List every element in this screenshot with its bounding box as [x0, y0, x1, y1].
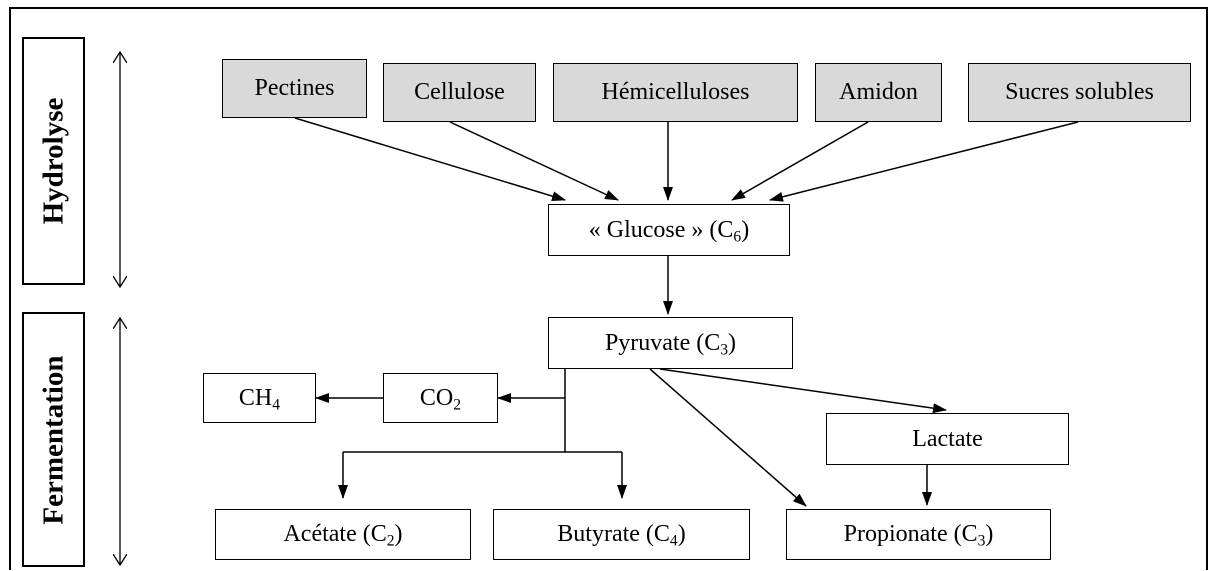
- pyruvate-to-propionate-arrow: [649, 368, 807, 507]
- node-co2-label: CO2: [419, 384, 462, 414]
- node-lactate-label: Lactate: [912, 425, 983, 452]
- node-butyrate-label: Butyrate (C4): [557, 521, 686, 550]
- node-acetate-label: Acétate (C2): [283, 521, 403, 550]
- sucres-to-glucose-arrow: [769, 121, 1079, 202]
- node-butyrate: Butyrate (C4): [493, 509, 750, 560]
- node-pyruvate-label: Pyruvate (C3): [604, 329, 737, 359]
- node-sucres-solubles-label: Sucres solubles: [1005, 79, 1154, 105]
- node-amidon-label: Amidon: [839, 79, 918, 105]
- fermentation-label-box: Fermentation: [22, 312, 85, 567]
- node-acetate: Acétate (C2): [215, 509, 471, 560]
- node-pectines: Pectines: [222, 59, 367, 118]
- node-pectines-label: Pectines: [254, 75, 335, 101]
- node-glucose: « Glucose » (C6): [548, 204, 790, 256]
- node-hemicelluloses-label: Hémicelluloses: [601, 79, 750, 105]
- node-lactate: Lactate: [826, 413, 1069, 465]
- pectines-to-glucose-arrow: [294, 117, 566, 202]
- node-cellulose-label: Cellulose: [414, 79, 505, 105]
- node-glucose-label: « Glucose » (C6): [588, 216, 750, 246]
- node-cellulose: Cellulose: [383, 63, 536, 122]
- node-propionate-label: Propionate (C3): [843, 521, 994, 550]
- diagram-frame: [9, 7, 1208, 570]
- pyruvate-to-lactate-arrow: [659, 368, 947, 414]
- node-propionate: Propionate (C3): [786, 509, 1051, 560]
- node-amidon: Amidon: [815, 63, 942, 122]
- amidon-to-glucose-arrow: [731, 121, 869, 201]
- node-sucres-solubles: Sucres solubles: [968, 63, 1191, 122]
- cellulose-to-glucose-arrow: [449, 121, 619, 201]
- node-ch4: CH4: [203, 373, 316, 423]
- hydrolysis-label-box: Hydrolyse: [22, 37, 85, 285]
- node-hemicelluloses: Hémicelluloses: [553, 63, 798, 122]
- node-ch4-label: CH4: [238, 384, 281, 414]
- node-co2: CO2: [383, 373, 498, 423]
- node-pyruvate: Pyruvate (C3): [548, 317, 793, 369]
